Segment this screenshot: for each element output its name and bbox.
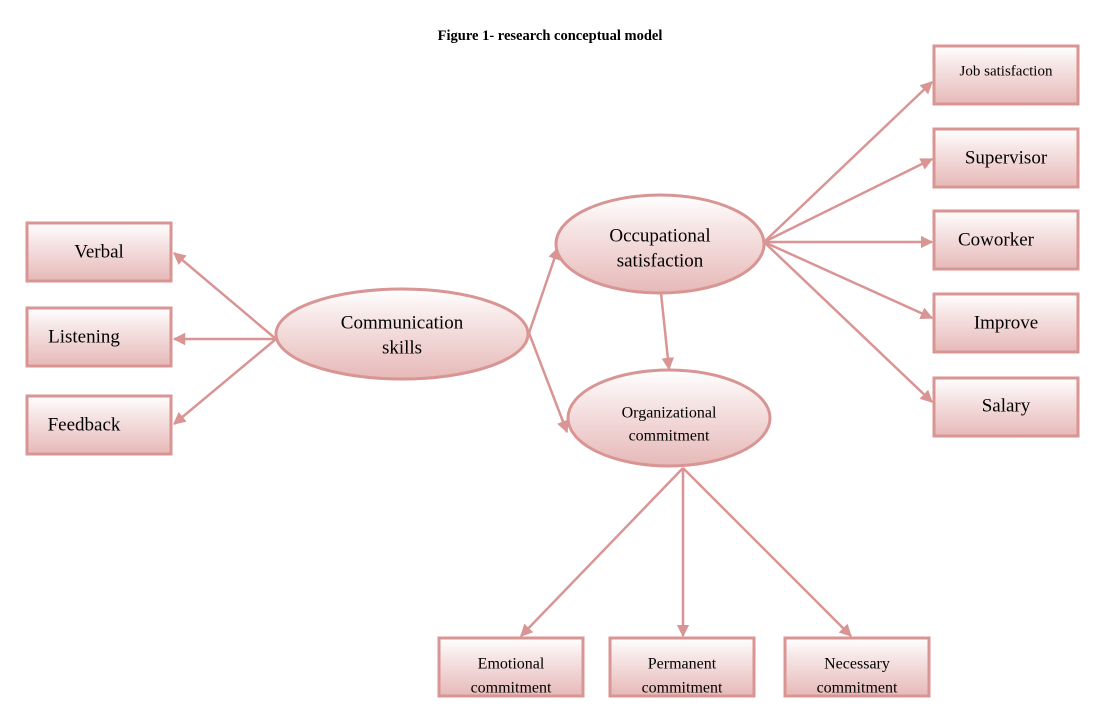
node-permanent: Permanent commitment <box>608 636 756 698</box>
node-label: Emotional <box>478 656 545 673</box>
node-feedback: Feedback <box>25 394 173 456</box>
node-label: Occupational <box>609 225 710 246</box>
node-emotional: Emotional commitment <box>437 636 585 698</box>
node-box <box>25 394 173 456</box>
node-label: commitment <box>642 680 723 697</box>
node-box <box>783 636 931 698</box>
node-box <box>932 127 1080 189</box>
edge-arrow-occupational-to-salary <box>763 241 933 403</box>
node-salary: Salary <box>932 376 1080 438</box>
node-label: Supervisor <box>965 147 1048 168</box>
edge-arrow-occupational-to-supervisor <box>763 157 934 244</box>
node-box <box>932 376 1080 438</box>
figure-title: Figure 1- research conceptual model <box>437 28 663 44</box>
node-label: commitment <box>629 428 710 445</box>
node-verbal: Verbal <box>25 221 173 283</box>
node-ellipse <box>274 287 530 381</box>
node-occupational: Occupational satisfaction <box>554 193 766 295</box>
node-box <box>932 44 1080 106</box>
node-improve: Improve <box>932 292 1080 354</box>
node-label: commitment <box>471 680 552 697</box>
node-label: Organizational <box>622 405 717 422</box>
node-box <box>932 292 1080 354</box>
node-label: Listening <box>48 326 120 347</box>
node-label: skills <box>382 337 422 358</box>
edge-arrow-organizational-to-necessary <box>682 467 852 637</box>
node-box <box>25 306 173 368</box>
node-communication: Communication skills <box>274 287 530 381</box>
edge-arrow-occupational-to-organizational <box>659 292 675 371</box>
node-organizational: Organizational commitment <box>566 368 772 468</box>
node-supervisor: Supervisor <box>932 127 1080 189</box>
edge-arrow-communication-to-occupational <box>527 246 561 334</box>
node-label: Verbal <box>74 241 124 262</box>
node-label: Feedback <box>48 414 121 435</box>
node-box <box>25 221 173 283</box>
node-label: Permanent <box>648 656 717 673</box>
node-box <box>932 209 1080 271</box>
edge-arrow-occupational-to-improve <box>763 240 934 320</box>
edge-arrow-communication-to-verbal <box>173 252 277 340</box>
node-label: Improve <box>974 312 1038 333</box>
node-box <box>437 636 585 698</box>
node-box <box>608 636 756 698</box>
edge-arrow-communication-to-feedback <box>173 338 277 425</box>
node-label: Salary <box>982 395 1031 416</box>
node-label: commitment <box>817 680 898 697</box>
node-coworker: Coworker <box>932 209 1080 271</box>
edges-layer <box>172 81 934 638</box>
node-label: satisfaction <box>617 250 704 271</box>
node-label: Coworker <box>958 229 1035 250</box>
node-necessary: Necessary commitment <box>783 636 931 698</box>
edge-arrow-organizational-to-emotional <box>520 467 684 637</box>
node-listening: Listening <box>25 306 173 368</box>
node-ellipse <box>566 368 772 468</box>
edge-arrow-occupational-to-job <box>763 81 933 243</box>
node-label: Communication <box>341 312 464 333</box>
node-label: Necessary <box>824 656 890 673</box>
node-label: Job satisfaction <box>960 63 1053 79</box>
node-ellipse <box>554 193 766 295</box>
edge-arrow-communication-to-organizational <box>527 332 569 434</box>
node-job: Job satisfaction <box>932 44 1080 106</box>
